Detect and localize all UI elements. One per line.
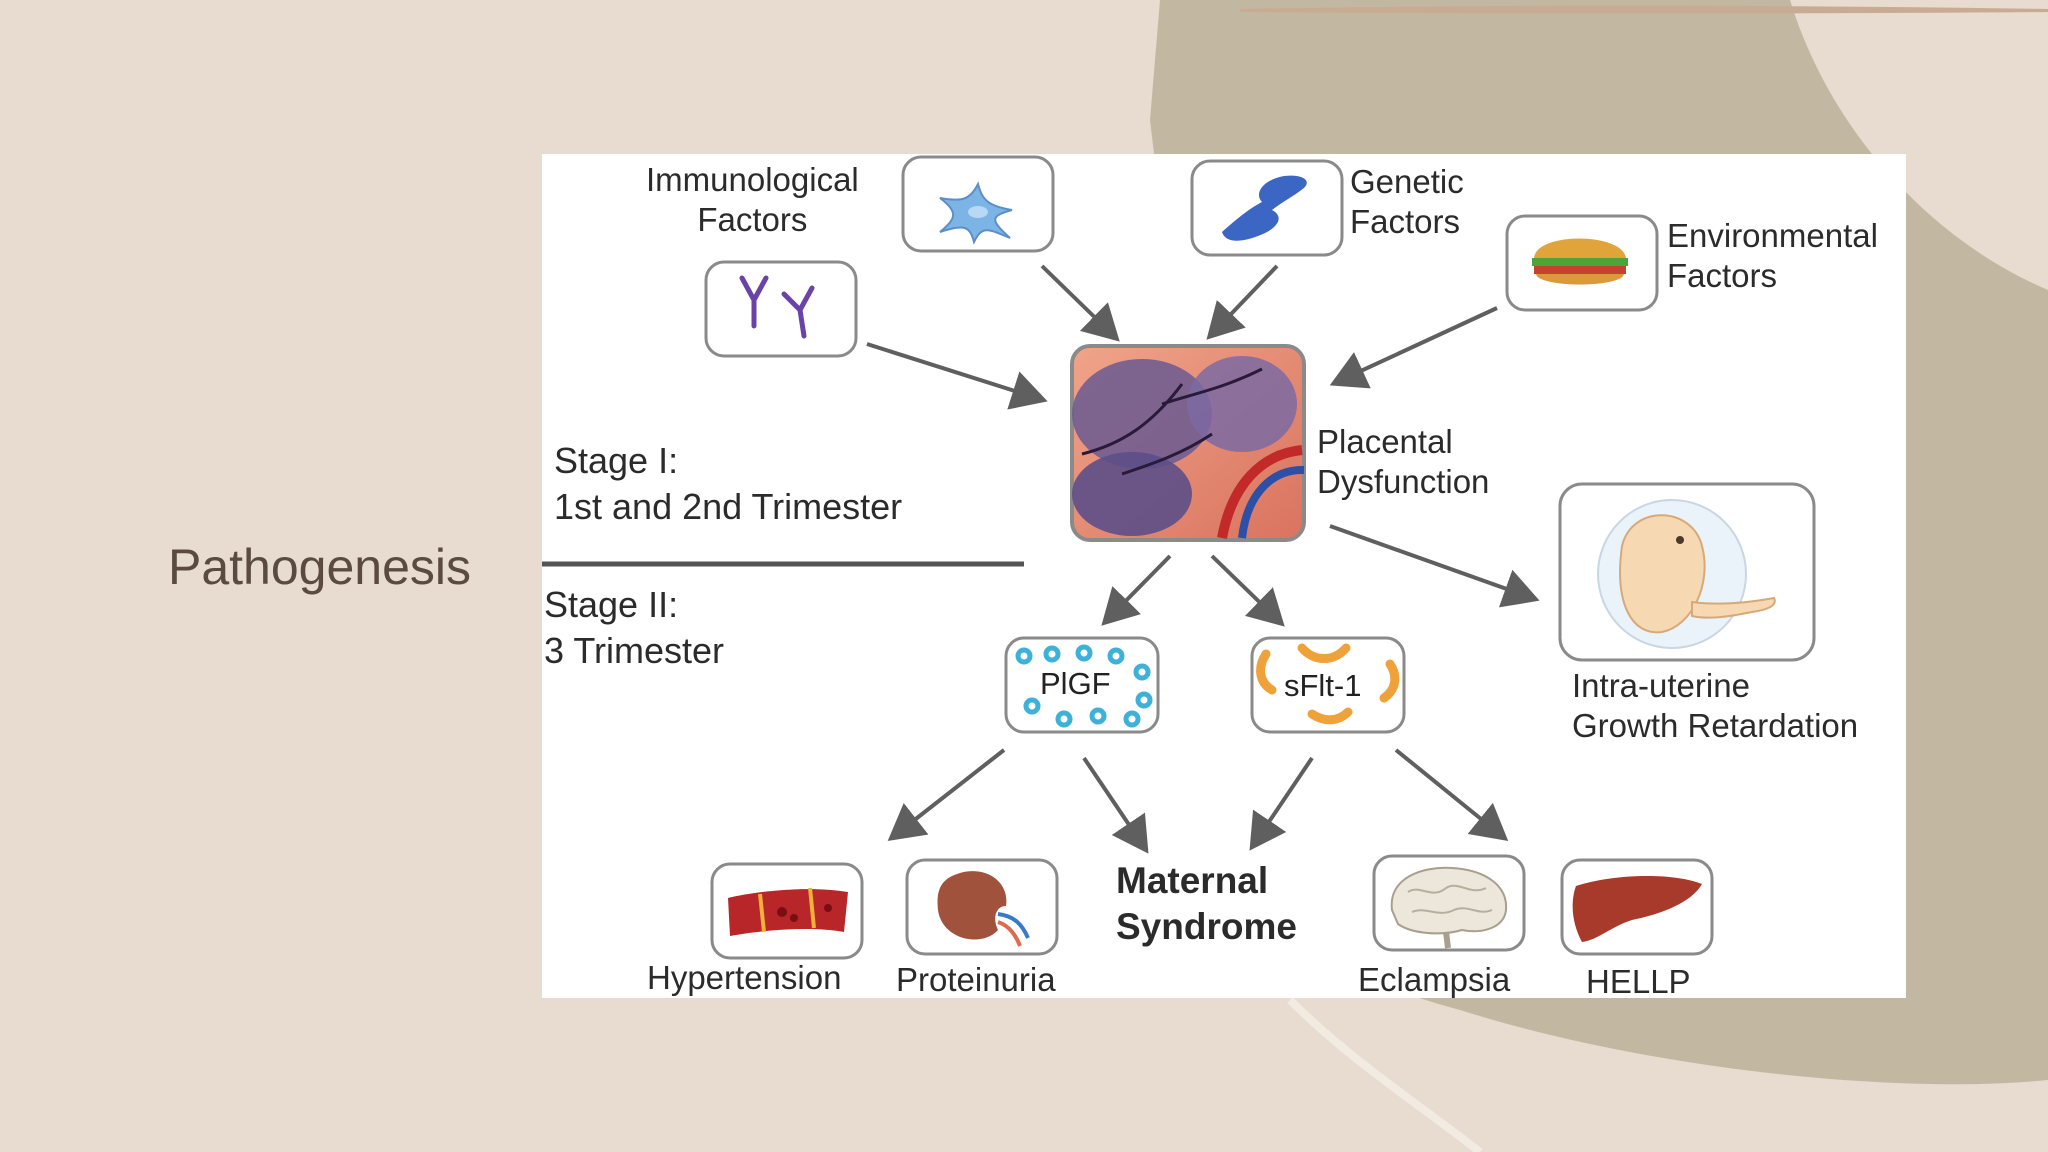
placenta-icon — [1072, 356, 1305, 539]
background-curve-line — [1287, 997, 1483, 1152]
proteinuria-box — [905, 858, 1059, 956]
arrow-sflt-to-eclampsia — [1394, 748, 1509, 842]
proteinuria-label: Proteinuria — [896, 961, 1056, 998]
immunological-factors-label: Immunological Factors — [646, 161, 859, 238]
brain-icon — [1390, 866, 1508, 949]
pathogenesis-diagram: Immunological Factors Genetic Factors En… — [542, 154, 1906, 998]
arrow-immune-to-placenta — [1040, 264, 1120, 342]
placenta-box — [1070, 344, 1306, 542]
blood-vessel-icon — [728, 887, 848, 936]
immune-cell-box — [901, 155, 1055, 253]
arrow-placenta-to-sflt — [1210, 554, 1285, 627]
hellp-label: HELLP — [1586, 963, 1691, 998]
eclampsia-label: Eclampsia — [1358, 961, 1511, 998]
kidney-icon — [937, 871, 1030, 947]
chromosome-box — [1190, 159, 1344, 257]
environmental-factors-label: Environmental Factors — [1667, 217, 1878, 294]
burger-box — [1505, 214, 1659, 312]
background-accent-bar — [1240, 5, 2048, 14]
arrow-antibody-to-placenta — [866, 342, 1048, 410]
arrow-placenta-to-iugr — [1329, 524, 1540, 608]
plgf-label: PlGF — [1040, 666, 1111, 701]
plgf-box — [1004, 636, 1160, 734]
antibody-box — [704, 260, 858, 358]
arrow-environment-to-placenta — [1329, 306, 1498, 389]
hellp-box — [1560, 858, 1714, 956]
arrow-genetic-to-placenta — [1206, 264, 1279, 340]
antibody-icon — [739, 275, 815, 339]
fetus-icon — [1619, 514, 1776, 634]
arrow-placenta-to-plgf — [1101, 554, 1172, 626]
burger-icon — [1532, 238, 1628, 285]
chromosome-icon — [1222, 175, 1307, 241]
maternal-syndrome-label: Maternal Syndrome — [1116, 860, 1297, 947]
sflt-box — [1250, 636, 1406, 734]
iugr-label: Intra-uterine Growth Retardation — [1572, 667, 1859, 744]
eclampsia-box — [1372, 854, 1526, 952]
hypertension-label: Hypertension — [647, 959, 842, 996]
hypertension-box — [710, 862, 864, 960]
arrow-sflt-to-maternal — [1249, 756, 1314, 851]
slide-title: Pathogenesis — [168, 539, 472, 595]
sflt-label: sFlt-1 — [1284, 668, 1362, 703]
arrow-plgf-to-proteinuria — [1082, 756, 1149, 854]
diagram-graphics — [542, 155, 1816, 960]
placental-dysfunction-label: Placental Dysfunction — [1317, 423, 1490, 500]
fetus-box — [1558, 482, 1816, 662]
arrow-plgf-to-hypertension — [887, 748, 1006, 841]
liver-icon — [1572, 875, 1702, 942]
stage-one-label: Stage I: 1st and 2nd Trimester — [554, 440, 903, 527]
stage-two-label: Stage II: 3 Trimester — [544, 584, 725, 671]
genetic-factors-label: Genetic Factors — [1350, 163, 1464, 240]
